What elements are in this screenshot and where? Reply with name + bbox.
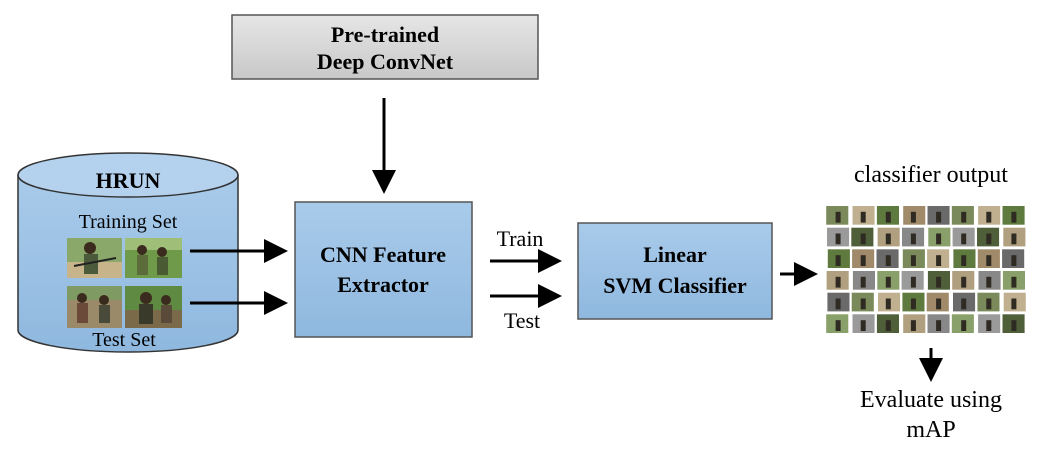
output-thumbnail-figure bbox=[961, 233, 967, 245]
output-thumbnail-figure bbox=[910, 298, 916, 310]
cnn-feature-extractor-box: CNN Feature Extractor bbox=[294, 201, 473, 338]
output-thumbnail-figure bbox=[1011, 298, 1017, 310]
output-thumbnail-figure bbox=[961, 211, 967, 223]
output-thumbnail-figure bbox=[885, 276, 891, 288]
output-thumbnail-figure bbox=[1011, 211, 1017, 223]
extractor-line2: Extractor bbox=[337, 272, 429, 297]
output-thumbnail-figure bbox=[986, 255, 992, 266]
output-thumbnail-figure bbox=[835, 233, 841, 245]
svm-line1: Linear bbox=[643, 242, 707, 267]
output-thumbnail-figure bbox=[835, 255, 841, 266]
output-thumbnail-figure bbox=[936, 211, 942, 223]
output-thumbnail-figure bbox=[885, 255, 891, 266]
output-thumbnail-figure bbox=[1011, 320, 1017, 331]
output-thumbnail-figure bbox=[1011, 255, 1017, 266]
output-thumbnail-figure bbox=[986, 320, 992, 331]
output-thumbnail-figure bbox=[885, 211, 891, 223]
database-title: HRUN bbox=[96, 168, 161, 193]
output-thumbnail-figure bbox=[885, 298, 891, 310]
output-thumbnail-figure bbox=[1011, 276, 1017, 288]
output-thumbnail-figure bbox=[860, 276, 866, 288]
training-image-2 bbox=[125, 238, 182, 278]
pretrained-convnet-box: Pre-trained Deep ConvNet bbox=[231, 14, 539, 80]
output-thumbnail-figure bbox=[860, 320, 866, 331]
classifier-output-title: classifier output bbox=[854, 162, 1008, 188]
output-thumbnail-figure bbox=[885, 320, 891, 331]
svm-line2: SVM Classifier bbox=[603, 273, 747, 298]
output-thumbnail-figure bbox=[885, 233, 891, 245]
pretrained-line2: Deep ConvNet bbox=[317, 49, 454, 74]
test-set-label: Test Set bbox=[92, 329, 156, 351]
training-image-1 bbox=[67, 238, 122, 278]
train-label: Train bbox=[497, 226, 544, 251]
output-thumbnail-figure bbox=[835, 320, 841, 331]
output-thumbnail-figure bbox=[961, 320, 967, 331]
output-thumbnail-figure bbox=[910, 233, 916, 245]
output-thumbnail-figure bbox=[961, 276, 967, 288]
output-thumbnail-figure bbox=[1011, 233, 1017, 245]
svm-classifier-box: Linear SVM Classifier bbox=[577, 222, 773, 320]
output-thumbnail-figure bbox=[860, 298, 866, 310]
output-thumbnail-figure bbox=[961, 255, 967, 266]
output-thumbnail-figure bbox=[936, 320, 942, 331]
test-image-1 bbox=[67, 286, 122, 328]
output-thumbnail-figure bbox=[986, 233, 992, 245]
output-thumbnail-figure bbox=[835, 298, 841, 310]
output-thumbnail-figure bbox=[936, 233, 942, 245]
output-thumbnail-figure bbox=[910, 255, 916, 266]
output-thumbnail-figure bbox=[936, 255, 942, 266]
output-thumbnail-figure bbox=[860, 211, 866, 223]
output-thumbnail-figure bbox=[986, 211, 992, 223]
output-thumbnail-figure bbox=[986, 276, 992, 288]
extractor-line1: CNN Feature bbox=[320, 242, 446, 267]
output-thumbnail-figure bbox=[910, 320, 916, 331]
test-label: Test bbox=[504, 308, 540, 333]
output-thumbnail-figure bbox=[961, 298, 967, 310]
output-thumbnail-figure bbox=[860, 255, 866, 266]
classifier-output-thumbnails bbox=[826, 206, 1026, 333]
output-thumbnail-figure bbox=[936, 276, 942, 288]
output-thumbnail-figure bbox=[986, 298, 992, 310]
output-thumbnail-figure bbox=[835, 211, 841, 223]
test-image-2 bbox=[125, 286, 182, 328]
output-thumbnail-figure bbox=[910, 211, 916, 223]
output-thumbnail-figure bbox=[936, 298, 942, 310]
pretrained-line1: Pre-trained bbox=[331, 22, 439, 47]
output-thumbnail-figure bbox=[860, 233, 866, 245]
evaluate-line1: Evaluate using bbox=[860, 387, 1002, 413]
evaluate-line2: mAP bbox=[906, 417, 955, 443]
training-set-label: Training Set bbox=[79, 211, 178, 233]
output-thumbnail-figure bbox=[835, 276, 841, 288]
hrun-database: HRUN Training Set Test Set bbox=[17, 152, 239, 353]
output-thumbnail-figure bbox=[910, 276, 916, 288]
